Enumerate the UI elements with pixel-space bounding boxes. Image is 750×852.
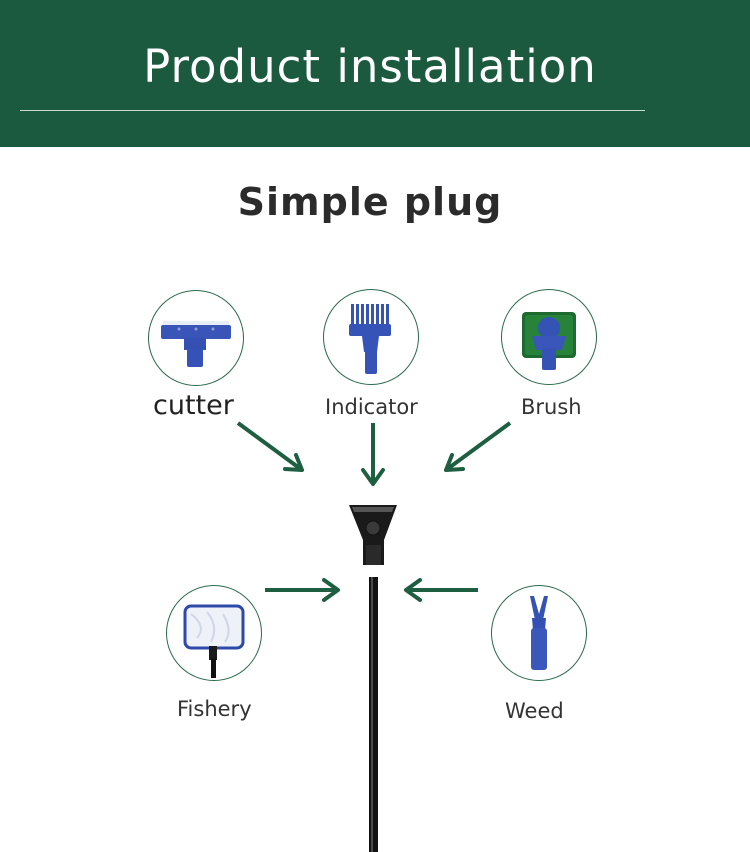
title-underline — [20, 110, 645, 111]
section-subtitle: Simple plug — [237, 180, 503, 224]
fishery-label: Fishery — [177, 697, 252, 721]
brush-icon — [522, 312, 576, 370]
indicator-circle — [323, 289, 419, 385]
arrow-cutter — [236, 421, 304, 472]
page-title: Product installation — [143, 40, 597, 93]
indicator-icon — [349, 304, 391, 374]
arrow-brush — [444, 421, 512, 472]
cutter-circle — [148, 290, 244, 386]
weed-fork-icon — [530, 596, 548, 670]
fishery-circle — [166, 585, 262, 681]
cutter-icon — [161, 321, 231, 367]
header-banner: Product installation — [0, 0, 750, 147]
weed-label: Weed — [505, 699, 564, 723]
brush-circle — [501, 289, 597, 385]
adapter-head-icon — [349, 505, 397, 565]
fishing-net-icon — [183, 604, 245, 678]
handle-pole — [369, 577, 378, 852]
cutter-label: cutter — [153, 390, 234, 421]
weed-circle — [491, 585, 587, 681]
indicator-label: Indicator — [325, 395, 418, 419]
brush-label: Brush — [521, 395, 582, 419]
